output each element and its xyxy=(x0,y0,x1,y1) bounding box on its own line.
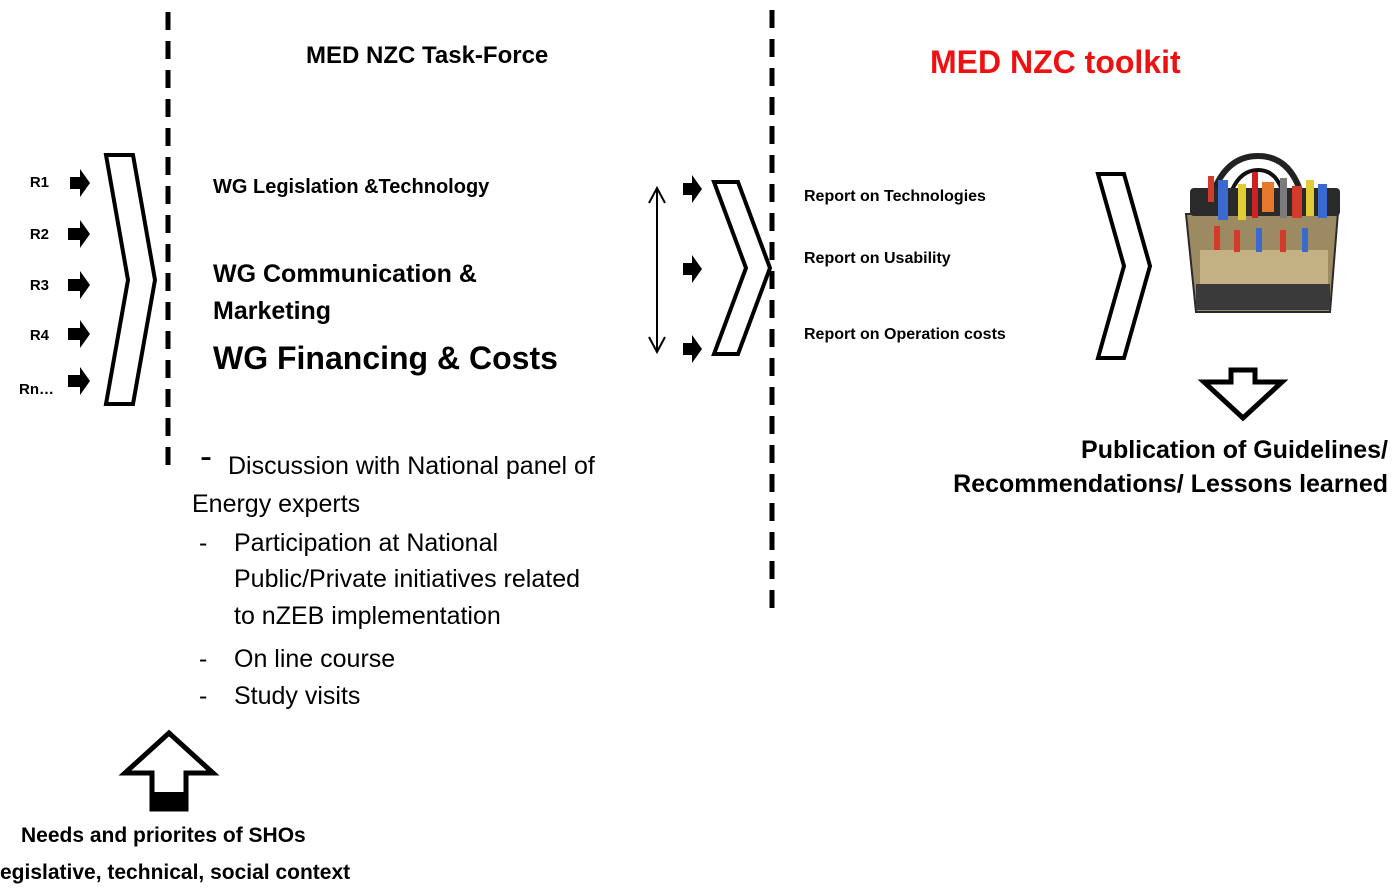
input-label-r4: R4 xyxy=(29,327,49,344)
input-arrow-r2 xyxy=(68,220,90,248)
activity-dash-2: - xyxy=(199,645,208,673)
wg-arrows xyxy=(683,175,702,363)
up-arrow-base xyxy=(152,792,186,809)
activity-discussion-dash: - xyxy=(200,435,212,476)
input-arrow-r4 xyxy=(68,320,90,348)
input-arrow-rn xyxy=(68,367,90,395)
double-arrow xyxy=(648,185,666,355)
wg-legislation: WG Legislation &Technology xyxy=(213,176,490,198)
activity-participation-line2: Public/Private initiatives related xyxy=(234,565,580,593)
chevron-reports xyxy=(1095,172,1153,360)
report-operation-costs: Report on Operation costs xyxy=(804,326,1006,343)
needs-line1: Needs and priorites of SHOs xyxy=(21,824,306,847)
activity-dash-3: - xyxy=(199,682,208,710)
input-arrows xyxy=(68,169,90,395)
input-label-r1: R1 xyxy=(29,174,49,191)
wg-financing: WG Financing & Costs xyxy=(213,340,558,376)
activity-discussion-line1: Discussion with National panel of xyxy=(228,452,595,480)
down-arrow-outline-icon xyxy=(1197,367,1289,422)
report-usability: Report on Usability xyxy=(804,250,951,267)
publication-line2: Recommendations/ Lessons learned xyxy=(953,470,1388,498)
toolbox-image xyxy=(1184,152,1340,313)
task-force-title: MED NZC Task-Force xyxy=(306,42,549,69)
activity-online-course: On line course xyxy=(234,645,396,673)
chevron-wg xyxy=(711,180,773,356)
activity-study-visits: Study visits xyxy=(234,682,361,710)
input-label-rn: Rn… xyxy=(19,381,54,398)
input-arrow-r1 xyxy=(70,169,90,197)
needs-line2: egislative, technical, social context xyxy=(0,861,351,884)
report-technologies: Report on Technologies xyxy=(804,188,986,205)
wg-marketing: Marketing xyxy=(213,297,332,325)
wg-communication: WG Communication & xyxy=(213,260,477,288)
toolkit-title: MED NZC toolkit xyxy=(930,44,1181,80)
activity-participation-line1: Participation at National xyxy=(234,529,499,557)
activity-participation-line3: to nZEB implementation xyxy=(234,602,501,630)
activity-dash-1: - xyxy=(199,529,208,557)
input-arrow-r3 xyxy=(68,271,90,299)
chevron-inputs xyxy=(103,153,158,406)
input-label-r2: R2 xyxy=(29,226,49,243)
publication-line1: Publication of Guidelines/ xyxy=(1081,436,1388,464)
input-label-r3: R3 xyxy=(29,277,49,294)
activity-discussion-line2: Energy experts xyxy=(192,490,361,518)
